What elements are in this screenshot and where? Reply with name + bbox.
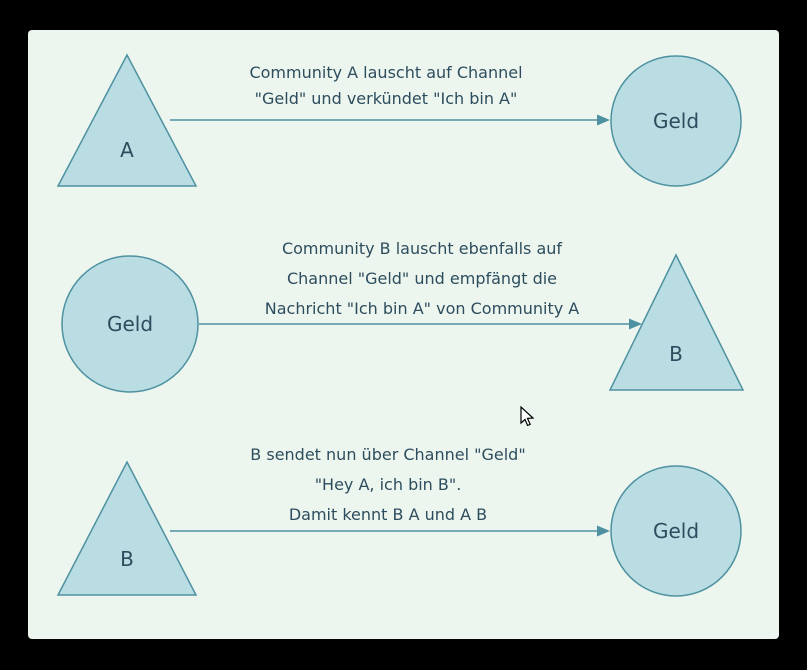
triangle-node-b-right xyxy=(608,253,745,391)
arrowhead-row-2-icon xyxy=(629,318,642,330)
arrowhead-row-1-icon xyxy=(597,114,610,126)
caption-line: Damit kennt B A und A B xyxy=(288,505,488,524)
circle-node-geld-3 xyxy=(610,465,742,597)
circle-node-geld-3-label: Geld xyxy=(653,519,699,543)
triangle-node-b-left-label: B xyxy=(120,547,134,571)
caption-row-1: Community A lauscht auf Channel "Geld" u… xyxy=(186,60,586,112)
triangle-node-a-label: A xyxy=(120,138,134,162)
circle-node-geld-1-label: Geld xyxy=(653,109,699,133)
caption-line: Community A lauscht auf Channel xyxy=(249,63,523,82)
caption-row-3: B sendet nun über Channel "Geld" "Hey A,… xyxy=(188,440,588,530)
triangle-node-b-right-label: B xyxy=(669,342,683,366)
caption-line: Community B lauscht ebenfalls auf xyxy=(281,239,563,258)
caption-line: Nachricht "Ich bin A" von Community A xyxy=(264,299,580,318)
caption-line: Channel "Geld" und empfängt die xyxy=(286,269,558,288)
caption-line: "Geld" und verkündet "Ich bin A" xyxy=(254,89,518,108)
arrowhead-row-3-icon xyxy=(597,525,610,537)
caption-row-2: Community B lauscht ebenfalls auf Channe… xyxy=(222,234,622,324)
triangle-node-a xyxy=(56,53,198,187)
triangle-node-b-left xyxy=(56,460,198,596)
caption-line: B sendet nun über Channel "Geld" xyxy=(250,445,526,464)
circle-node-geld-1 xyxy=(610,55,742,187)
circle-node-geld-2 xyxy=(61,255,199,393)
row-3-group: B Geld xyxy=(56,460,742,597)
row-2-group: Geld B xyxy=(61,253,745,393)
circle-node-geld-2-label: Geld xyxy=(107,312,153,336)
diagram: A Geld Geld B B G xyxy=(56,53,745,597)
diagram-canvas: A Geld Geld B B G xyxy=(28,30,779,639)
row-1-group: A Geld xyxy=(56,53,742,187)
mouse-cursor-icon xyxy=(520,406,535,427)
caption-line: "Hey A, ich bin B". xyxy=(314,475,462,494)
